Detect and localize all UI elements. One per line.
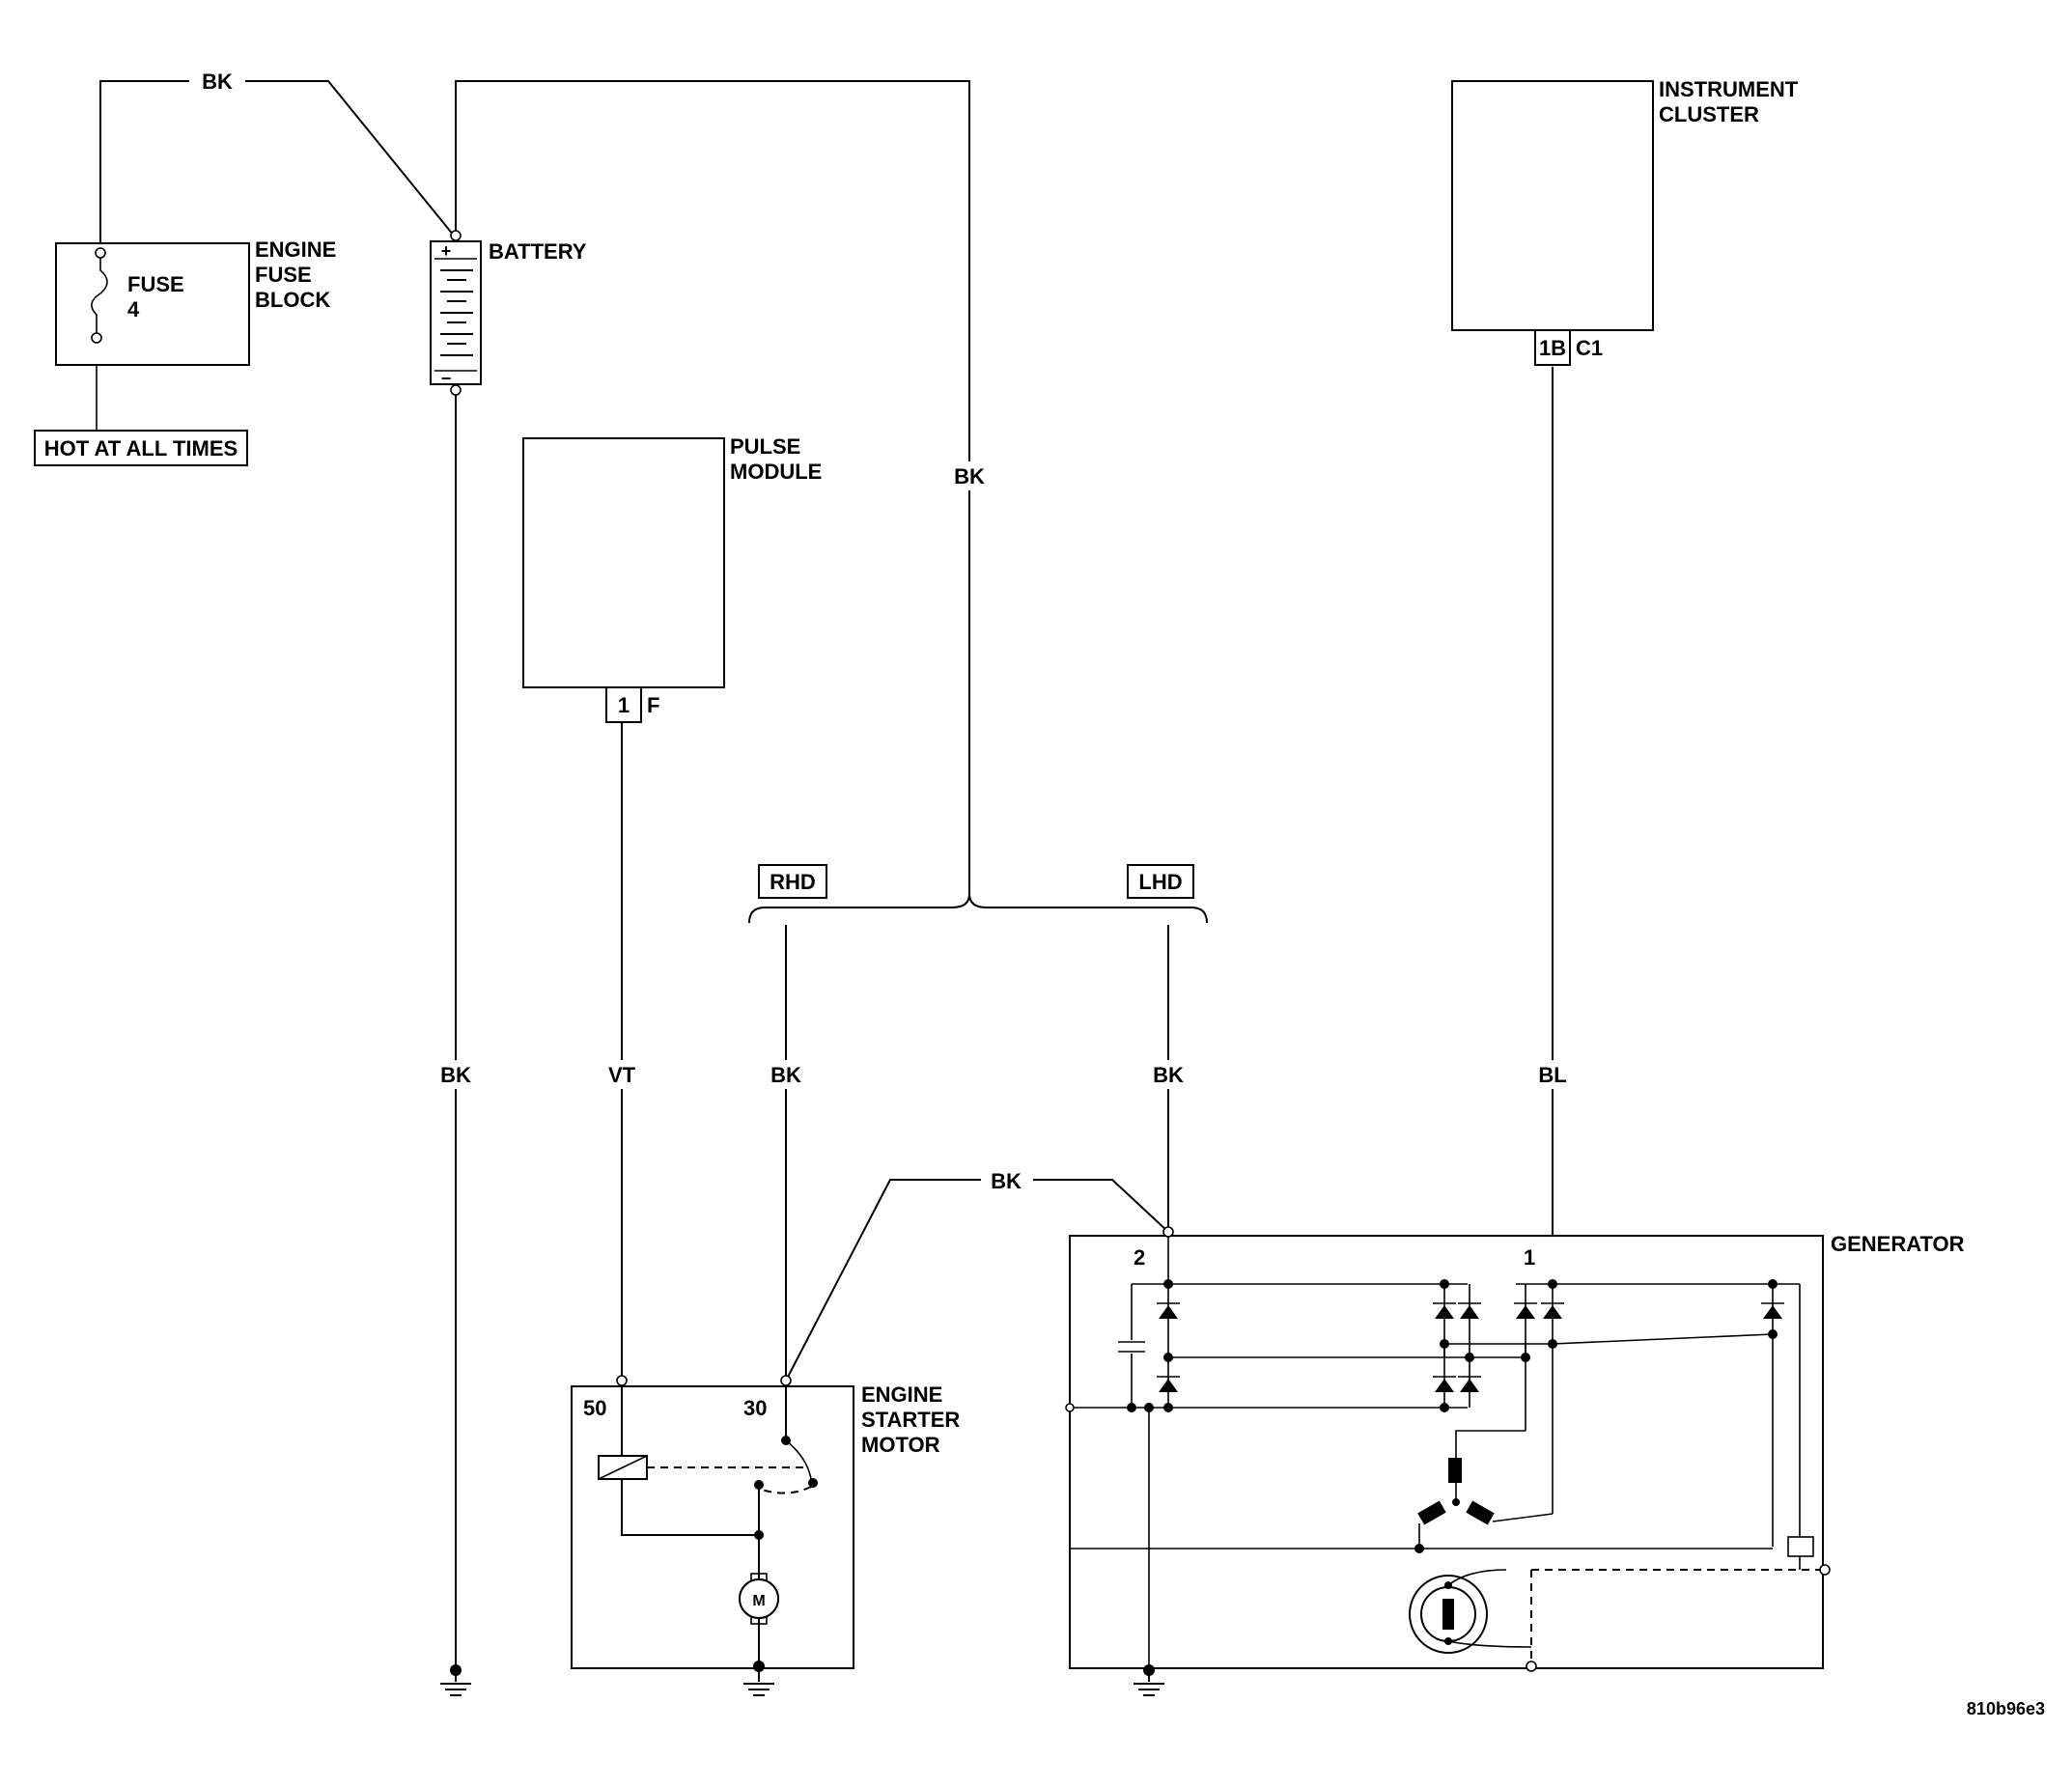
battery-minus-sign: − <box>441 369 452 388</box>
motor-icon: M <box>739 1573 779 1625</box>
cluster-pin-box <box>1534 329 1571 366</box>
wire-label-battery-ground: BK <box>440 1063 471 1087</box>
wire-label-pulse-starter: VT <box>608 1063 636 1087</box>
pulse-module-title-1: PULSE <box>730 434 800 459</box>
fuse-number: 4 <box>127 297 140 321</box>
pulse-module-pin: 1 <box>618 693 630 717</box>
fuse-icon <box>91 258 108 333</box>
starter-terminal-50: 50 <box>583 1396 606 1420</box>
stator-windings-icon <box>1414 1430 1554 1553</box>
starter-switch-contact <box>785 1439 812 1480</box>
cluster-title-2: CLUSTER <box>1659 102 1759 126</box>
rectifier-diodes-icon <box>1157 1284 1784 1547</box>
svg-text:RHD: RHD <box>770 870 816 894</box>
wire-label-rhd-starter: BK <box>770 1063 801 1087</box>
wire-lhd-to-generator: BK <box>1143 925 1195 1232</box>
cluster-title-1: INSTRUMENT <box>1659 77 1799 101</box>
engine-fuse-block: FUSE 4 ENGINE FUSE BLOCK <box>55 237 336 366</box>
fuse-block-title-3: BLOCK <box>255 288 330 312</box>
generator-title: GENERATOR <box>1831 1232 1965 1256</box>
rhd-option-box: RHD <box>758 864 827 899</box>
starter-title-1: ENGINE <box>861 1382 942 1407</box>
starter-title-2: STARTER <box>861 1408 960 1432</box>
wire-label-lhd-generator: BK <box>1153 1063 1184 1087</box>
wire-battery-to-junction: BK <box>455 80 996 896</box>
battery-plus-sign: + <box>441 241 452 261</box>
wire-label-battery-junction: BK <box>954 464 985 489</box>
pulse-module: 1 F PULSE MODULE <box>522 434 822 723</box>
regulator-icon <box>1526 1536 1831 1672</box>
motor-symbol: M <box>752 1593 765 1609</box>
wire-pulse-to-starter: VT <box>597 722 649 1381</box>
capacitor-icon <box>1118 1283 1168 1408</box>
generator-terminal-1: 1 <box>1524 1245 1535 1270</box>
ground-battery-icon <box>440 1664 471 1696</box>
fuse-block-title-1: ENGINE <box>255 237 336 262</box>
cluster-pin: 1B <box>1539 336 1566 360</box>
rotor-field-icon <box>1409 1569 1532 1654</box>
svg-text:HOT AT ALL TIMES: HOT AT ALL TIMES <box>44 436 238 461</box>
fuse-block-title-2: FUSE <box>255 263 312 287</box>
starter-terminal-30: 30 <box>743 1396 767 1420</box>
battery-title: BATTERY <box>489 239 587 264</box>
generator: GENERATOR 2 1 <box>1065 1226 1965 1672</box>
wire-cluster-to-generator: BL <box>1527 367 1580 1284</box>
wire-label-starter-generator: BK <box>991 1169 1022 1193</box>
ground-generator-icon <box>1134 1664 1164 1696</box>
wire-label-cluster-generator: BL <box>1538 1063 1566 1087</box>
wire-fuse-to-battery: BK <box>99 68 455 253</box>
wire-rhd-to-starter: BK <box>761 925 813 1381</box>
wire-starter-to-generator: BK <box>785 1166 1169 1382</box>
wire-label-fuse-battery: BK <box>202 70 233 94</box>
generator-terminal-2: 2 <box>1134 1245 1145 1270</box>
starter-title-3: MOTOR <box>861 1433 940 1457</box>
wire-battery-to-ground: BK <box>431 390 483 1670</box>
battery-cells-icon <box>440 269 473 356</box>
figure-id: 810b96e3 <box>1967 1699 2045 1718</box>
battery: + − BATTERY <box>430 230 587 396</box>
pulse-module-pin-box <box>605 686 642 723</box>
cluster-connector: C1 <box>1576 336 1603 360</box>
fuse-name: FUSE <box>127 272 184 296</box>
rhd-lhd-brace <box>748 893 1208 924</box>
instrument-cluster: 1B C1 INSTRUMENT CLUSTER <box>1451 77 1799 366</box>
ground-starter-icon <box>743 1670 774 1696</box>
pulse-module-connector: F <box>647 693 659 717</box>
engine-starter-motor: 50 30 ENGINE STARTER MOTOR M <box>571 1375 960 1680</box>
pulse-module-title-2: MODULE <box>730 460 822 484</box>
lhd-option-box: LHD <box>1127 864 1194 899</box>
hot-at-all-times-box: HOT AT ALL TIMES <box>34 430 248 466</box>
svg-text:LHD: LHD <box>1138 870 1182 894</box>
